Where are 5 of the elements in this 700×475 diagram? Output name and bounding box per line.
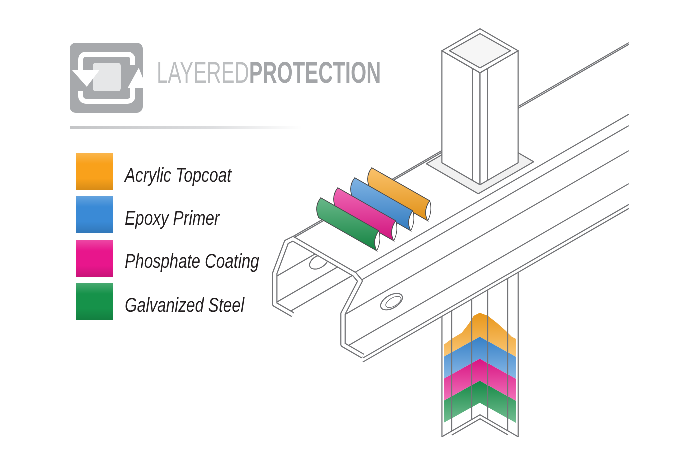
legend-label: Acrylic Topcoat	[125, 164, 232, 188]
legend-label: Epoxy Primer	[125, 207, 220, 231]
legend-label: Phosphate Coating	[125, 250, 260, 274]
legend-label: Galvanized Steel	[125, 294, 244, 318]
title: LAYEREDPROTECTION	[157, 59, 382, 89]
